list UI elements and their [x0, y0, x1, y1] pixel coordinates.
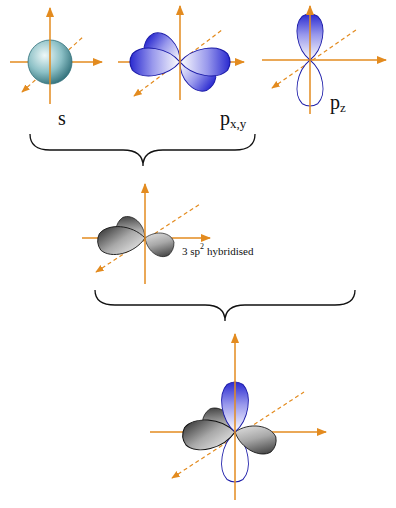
axis-line: [309, 6, 311, 114]
axis-line: [144, 184, 146, 284]
orbital-label: p: [220, 108, 230, 128]
axis-line: [234, 334, 236, 500]
axis-line: [179, 6, 181, 100]
sp2-orbitals: [82, 184, 210, 284]
s-orbital: [10, 8, 102, 104]
axis-line: [262, 59, 386, 61]
axis-line: [22, 36, 84, 92]
brace: [95, 290, 355, 321]
axis-line: [96, 204, 200, 272]
hybrid-label: 3 sp: [182, 246, 200, 257]
axis-line: [49, 8, 51, 104]
pz-orbital: [262, 6, 386, 114]
sp2-lobe: [141, 227, 177, 260]
p-lobe: [130, 48, 180, 76]
pxy-orbital: [118, 6, 244, 100]
p-lobe: [180, 48, 230, 76]
hybrid-label: hybridised: [207, 246, 253, 257]
hybrid-superscript: 2: [200, 243, 204, 251]
orbital-subscript: z: [340, 101, 346, 114]
combined-orbitals: [150, 334, 326, 500]
orbital-label: s: [58, 108, 66, 128]
orbital-label: p: [330, 92, 340, 112]
orbital-subscript: x,y: [230, 117, 246, 130]
sp2-lobe: [96, 224, 146, 256]
brace: [30, 134, 255, 166]
